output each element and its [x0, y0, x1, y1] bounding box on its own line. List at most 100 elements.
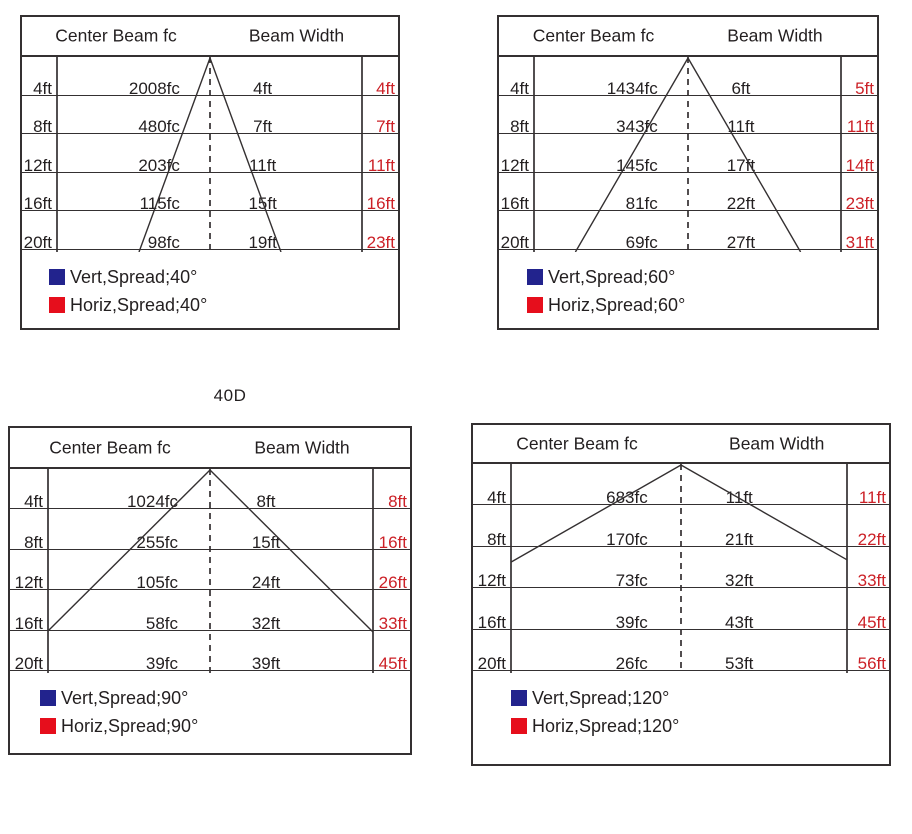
center-beam-fc-cell: 255fc — [136, 532, 178, 552]
horiz-spread-swatch-icon — [40, 718, 56, 734]
legend-item-vert-spread: Vert,Spread;120° — [511, 684, 889, 712]
table-row-8ft: 8ft 480fc 7ft 7ft — [22, 96, 398, 137]
horiz-beam-width-cell: 26ft — [378, 573, 407, 593]
center-beam-fc-cell: 81fc — [625, 194, 658, 214]
beam-width-cell: 19ft — [248, 232, 277, 252]
table-header: Center Beam fc Beam Width — [10, 428, 410, 469]
table-row-8ft: 8ft 343fc 11ft 11ft — [499, 96, 877, 137]
beam-width-cell: 17ft — [726, 155, 756, 175]
distance-cell: 12ft — [23, 155, 52, 175]
legend-item-vert-spread: Vert,Spread;90° — [40, 684, 410, 712]
table-row-12ft: 12ft 203fc 11ft 11ft — [22, 134, 398, 175]
legend: Vert,Spread;90° Horiz,Spread;90° — [10, 671, 410, 753]
beam-width-cell: 43ft — [725, 612, 754, 632]
beam-width-cell: 32ft — [251, 613, 281, 633]
center-beam-fc-cell: 73fc — [615, 571, 648, 591]
horiz-beam-width-cell: 5ft — [855, 78, 874, 98]
distance-cell: 4ft — [33, 78, 52, 98]
beam-chart-90D: Center Beam fc Beam Width 4ft 1024fc 8ft… — [8, 426, 412, 755]
horiz-beam-width-cell: 33ft — [378, 613, 407, 633]
beam-width-cell: 8ft — [256, 492, 276, 512]
horiz-spread-swatch-icon — [527, 297, 543, 313]
legend: Vert,Spread;40° Horiz,Spread;40° — [22, 250, 398, 328]
table-rows-area: 4ft 1434fc 6ft 5ft 8ft 343fc 11ft 11ft 1… — [499, 57, 877, 252]
center-beam-fc-cell: 69fc — [625, 232, 658, 252]
beam-width-cell: 4ft — [253, 78, 273, 98]
distance-cell: 20ft — [477, 654, 506, 674]
center-beam-fc-cell: 105fc — [136, 573, 178, 593]
distance-cell: 8ft — [24, 532, 43, 552]
table-row-12ft: 12ft 73fc 32ft 33ft — [473, 547, 889, 591]
table-row-8ft: 8ft 170fc 21ft 22ft — [473, 505, 889, 549]
legend-label: Horiz,Spread;60° — [548, 294, 686, 315]
center-beam-fc-cell: 480fc — [138, 117, 180, 137]
horiz-beam-width-cell: 22ft — [857, 529, 886, 549]
legend-item-horiz-spread: Horiz,Spread;40° — [49, 291, 398, 319]
center-beam-fc-cell: 1434fc — [606, 78, 658, 98]
table-row-16ft: 16ft 115fc 15ft 16ft — [22, 173, 398, 214]
legend-item-vert-spread: Vert,Spread;60° — [527, 263, 877, 291]
center-beam-fc-cell: 203fc — [138, 155, 180, 175]
horiz-beam-width-cell: 7ft — [376, 117, 395, 137]
table-row-20ft: 20ft 98fc 19ft 23ft — [22, 211, 398, 252]
distance-cell: 8ft — [510, 117, 529, 137]
header-center-beam-fc: Center Beam fc — [532, 25, 655, 46]
distance-cell: 20ft — [500, 232, 529, 252]
horiz-beam-width-cell: 23ft — [845, 194, 874, 214]
beam-chart-40D: Center Beam fc Beam Width 4ft 2008fc 4ft… — [20, 15, 400, 405]
legend: Vert,Spread;60° Horiz,Spread;60° — [499, 250, 877, 328]
table-row-16ft: 16ft 58fc 32ft 33ft — [10, 590, 410, 633]
table-row-16ft: 16ft 39fc 43ft 45ft — [473, 588, 889, 632]
horiz-spread-swatch-icon — [49, 297, 65, 313]
legend-label: Horiz,Spread;40° — [70, 294, 208, 315]
legend-label: Vert,Spread;120° — [532, 687, 670, 708]
header-center-beam-fc: Center Beam fc — [55, 25, 177, 46]
horiz-beam-width-cell: 11ft — [846, 117, 874, 137]
horiz-beam-width-cell: 16ft — [378, 532, 407, 552]
distance-cell: 20ft — [23, 232, 52, 252]
center-beam-fc-cell: 145fc — [616, 155, 658, 175]
table-row-8ft: 8ft 255fc 15ft 16ft — [10, 509, 410, 552]
distance-cell: 4ft — [510, 78, 529, 98]
table-rows-area: 4ft 2008fc 4ft 4ft 8ft 480fc 7ft 7ft 12f… — [22, 57, 398, 252]
distance-cell: 16ft — [14, 613, 43, 633]
center-beam-fc-cell: 343fc — [616, 117, 658, 137]
distance-cell: 16ft — [500, 194, 529, 214]
center-beam-fc-cell: 39fc — [615, 612, 648, 632]
horiz-beam-width-cell: 23ft — [366, 232, 395, 252]
vert-spread-swatch-icon — [40, 690, 56, 706]
beam-width-cell: 53ft — [725, 654, 754, 674]
beam-chart-120D: Center Beam fc Beam Width 4ft 683fc 11ft… — [471, 423, 891, 766]
beam-width-cell: 15ft — [251, 532, 281, 552]
center-beam-fc-cell: 1024fc — [126, 492, 178, 512]
chart-box: Center Beam fc Beam Width 4ft 683fc 11ft… — [471, 423, 891, 766]
horiz-beam-width-cell: 4ft — [376, 78, 395, 98]
header-beam-width: Beam Width — [727, 25, 823, 46]
table-row-4ft: 4ft 2008fc 4ft 4ft — [22, 57, 398, 98]
table-row-4ft: 4ft 1024fc 8ft 8ft — [10, 469, 410, 512]
table-header: Center Beam fc Beam Width — [22, 17, 398, 57]
table-row-12ft: 12ft 105fc 24ft 26ft — [10, 550, 410, 593]
header-beam-width: Beam Width — [248, 25, 345, 46]
beam-width-cell: 7ft — [253, 117, 273, 137]
center-beam-fc-cell: 2008fc — [128, 78, 180, 98]
chart-box: Center Beam fc Beam Width 4ft 2008fc 4ft… — [20, 15, 400, 330]
horiz-beam-width-cell: 16ft — [366, 194, 395, 214]
distance-cell: 12ft — [500, 155, 529, 175]
legend-label: Horiz,Spread;120° — [532, 715, 680, 736]
table-header: Center Beam fc Beam Width — [499, 17, 877, 57]
table-row-4ft: 4ft 683fc 11ft 11ft — [473, 464, 889, 508]
center-beam-fc-cell: 170fc — [606, 529, 648, 549]
horiz-beam-width-cell: 11ft — [858, 488, 886, 508]
beam-width-cell: 21ft — [725, 529, 754, 549]
table-rows-area: 4ft 683fc 11ft 11ft 8ft 170fc 21ft 22ft … — [473, 464, 889, 674]
table-row-16ft: 16ft 81fc 22ft 23ft — [499, 173, 877, 214]
distance-cell: 16ft — [23, 194, 52, 214]
header-beam-width: Beam Width — [729, 433, 825, 453]
center-beam-fc-cell: 98fc — [147, 232, 180, 252]
horiz-beam-width-cell: 45ft — [378, 654, 407, 674]
legend-label: Vert,Spread;90° — [61, 687, 189, 708]
vert-spread-swatch-icon — [527, 269, 543, 285]
beam-width-cell: 27ft — [726, 232, 756, 252]
